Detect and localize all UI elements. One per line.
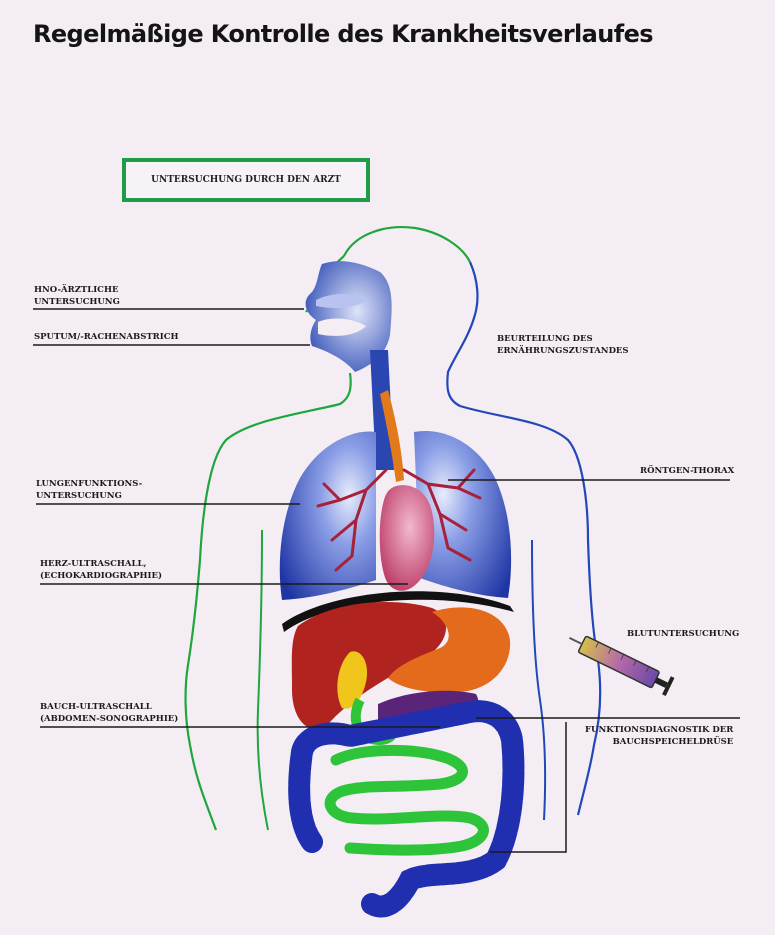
label-ernaehrung-line2: ERNÄHRUNGSZUSTANDES	[497, 345, 629, 357]
small-intestine	[330, 750, 483, 850]
body-outline-blue-inner	[532, 540, 545, 820]
label-hno-exam: HNO-ÄRZTLICHE UNTERSUCHUNG	[34, 284, 120, 308]
body-outline-green-inner	[258, 530, 268, 830]
label-roentgen-line1: RÖNTGEN-THORAX	[640, 465, 734, 477]
label-lung-function: LUNGENFUNKTIONS- UNTERSUCHUNG	[36, 478, 142, 502]
label-sputum: SPUTUM/-RACHENABSTRICH	[34, 331, 179, 343]
left-lung	[280, 431, 376, 600]
label-blood-test: BLUTUNTERSUCHUNG	[627, 628, 739, 640]
label-lungen-line2: UNTERSUCHUNG	[36, 490, 142, 502]
label-ernaehrung-line1: BEURTEILUNG DES	[497, 333, 629, 345]
label-pankreas-line1: FUNKTIONSDIAGNOSTIK DER	[585, 724, 733, 736]
label-herz-line2: (ECHOKARDIOGRAPHIE)	[40, 570, 162, 582]
label-bauch-line2: (ABDOMEN-SONOGRAPHIE)	[40, 713, 178, 725]
label-herz-line1: HERZ-ULTRASCHALL,	[40, 558, 162, 570]
label-nutrition-status: BEURTEILUNG DES ERNÄHRUNGSZUSTANDES	[497, 333, 629, 357]
label-pankreas-line2: BAUCHSPEICHELDRÜSE	[585, 736, 733, 748]
label-pancreas-diagnostics: FUNKTIONSDIAGNOSTIK DER BAUCHSPEICHELDRÜ…	[585, 724, 733, 748]
label-blut-line1: BLUTUNTERSUCHUNG	[627, 628, 739, 640]
label-chest-xray: RÖNTGEN-THORAX	[640, 465, 734, 477]
label-lungen-line1: LUNGENFUNKTIONS-	[36, 478, 142, 490]
label-abdomen-ultrasound: BAUCH-ULTRASCHALL (ABDOMEN-SONOGRAPHIE)	[40, 701, 178, 725]
label-sputum-line1: SPUTUM/-RACHENABSTRICH	[34, 331, 179, 343]
label-bauch-line1: BAUCH-ULTRASCHALL	[40, 701, 178, 713]
label-hno-line2: UNTERSUCHUNG	[34, 296, 120, 308]
label-hno-line1: HNO-ÄRZTLICHE	[34, 284, 120, 296]
label-heart-ultrasound: HERZ-ULTRASCHALL, (ECHOKARDIOGRAPHIE)	[40, 558, 162, 582]
